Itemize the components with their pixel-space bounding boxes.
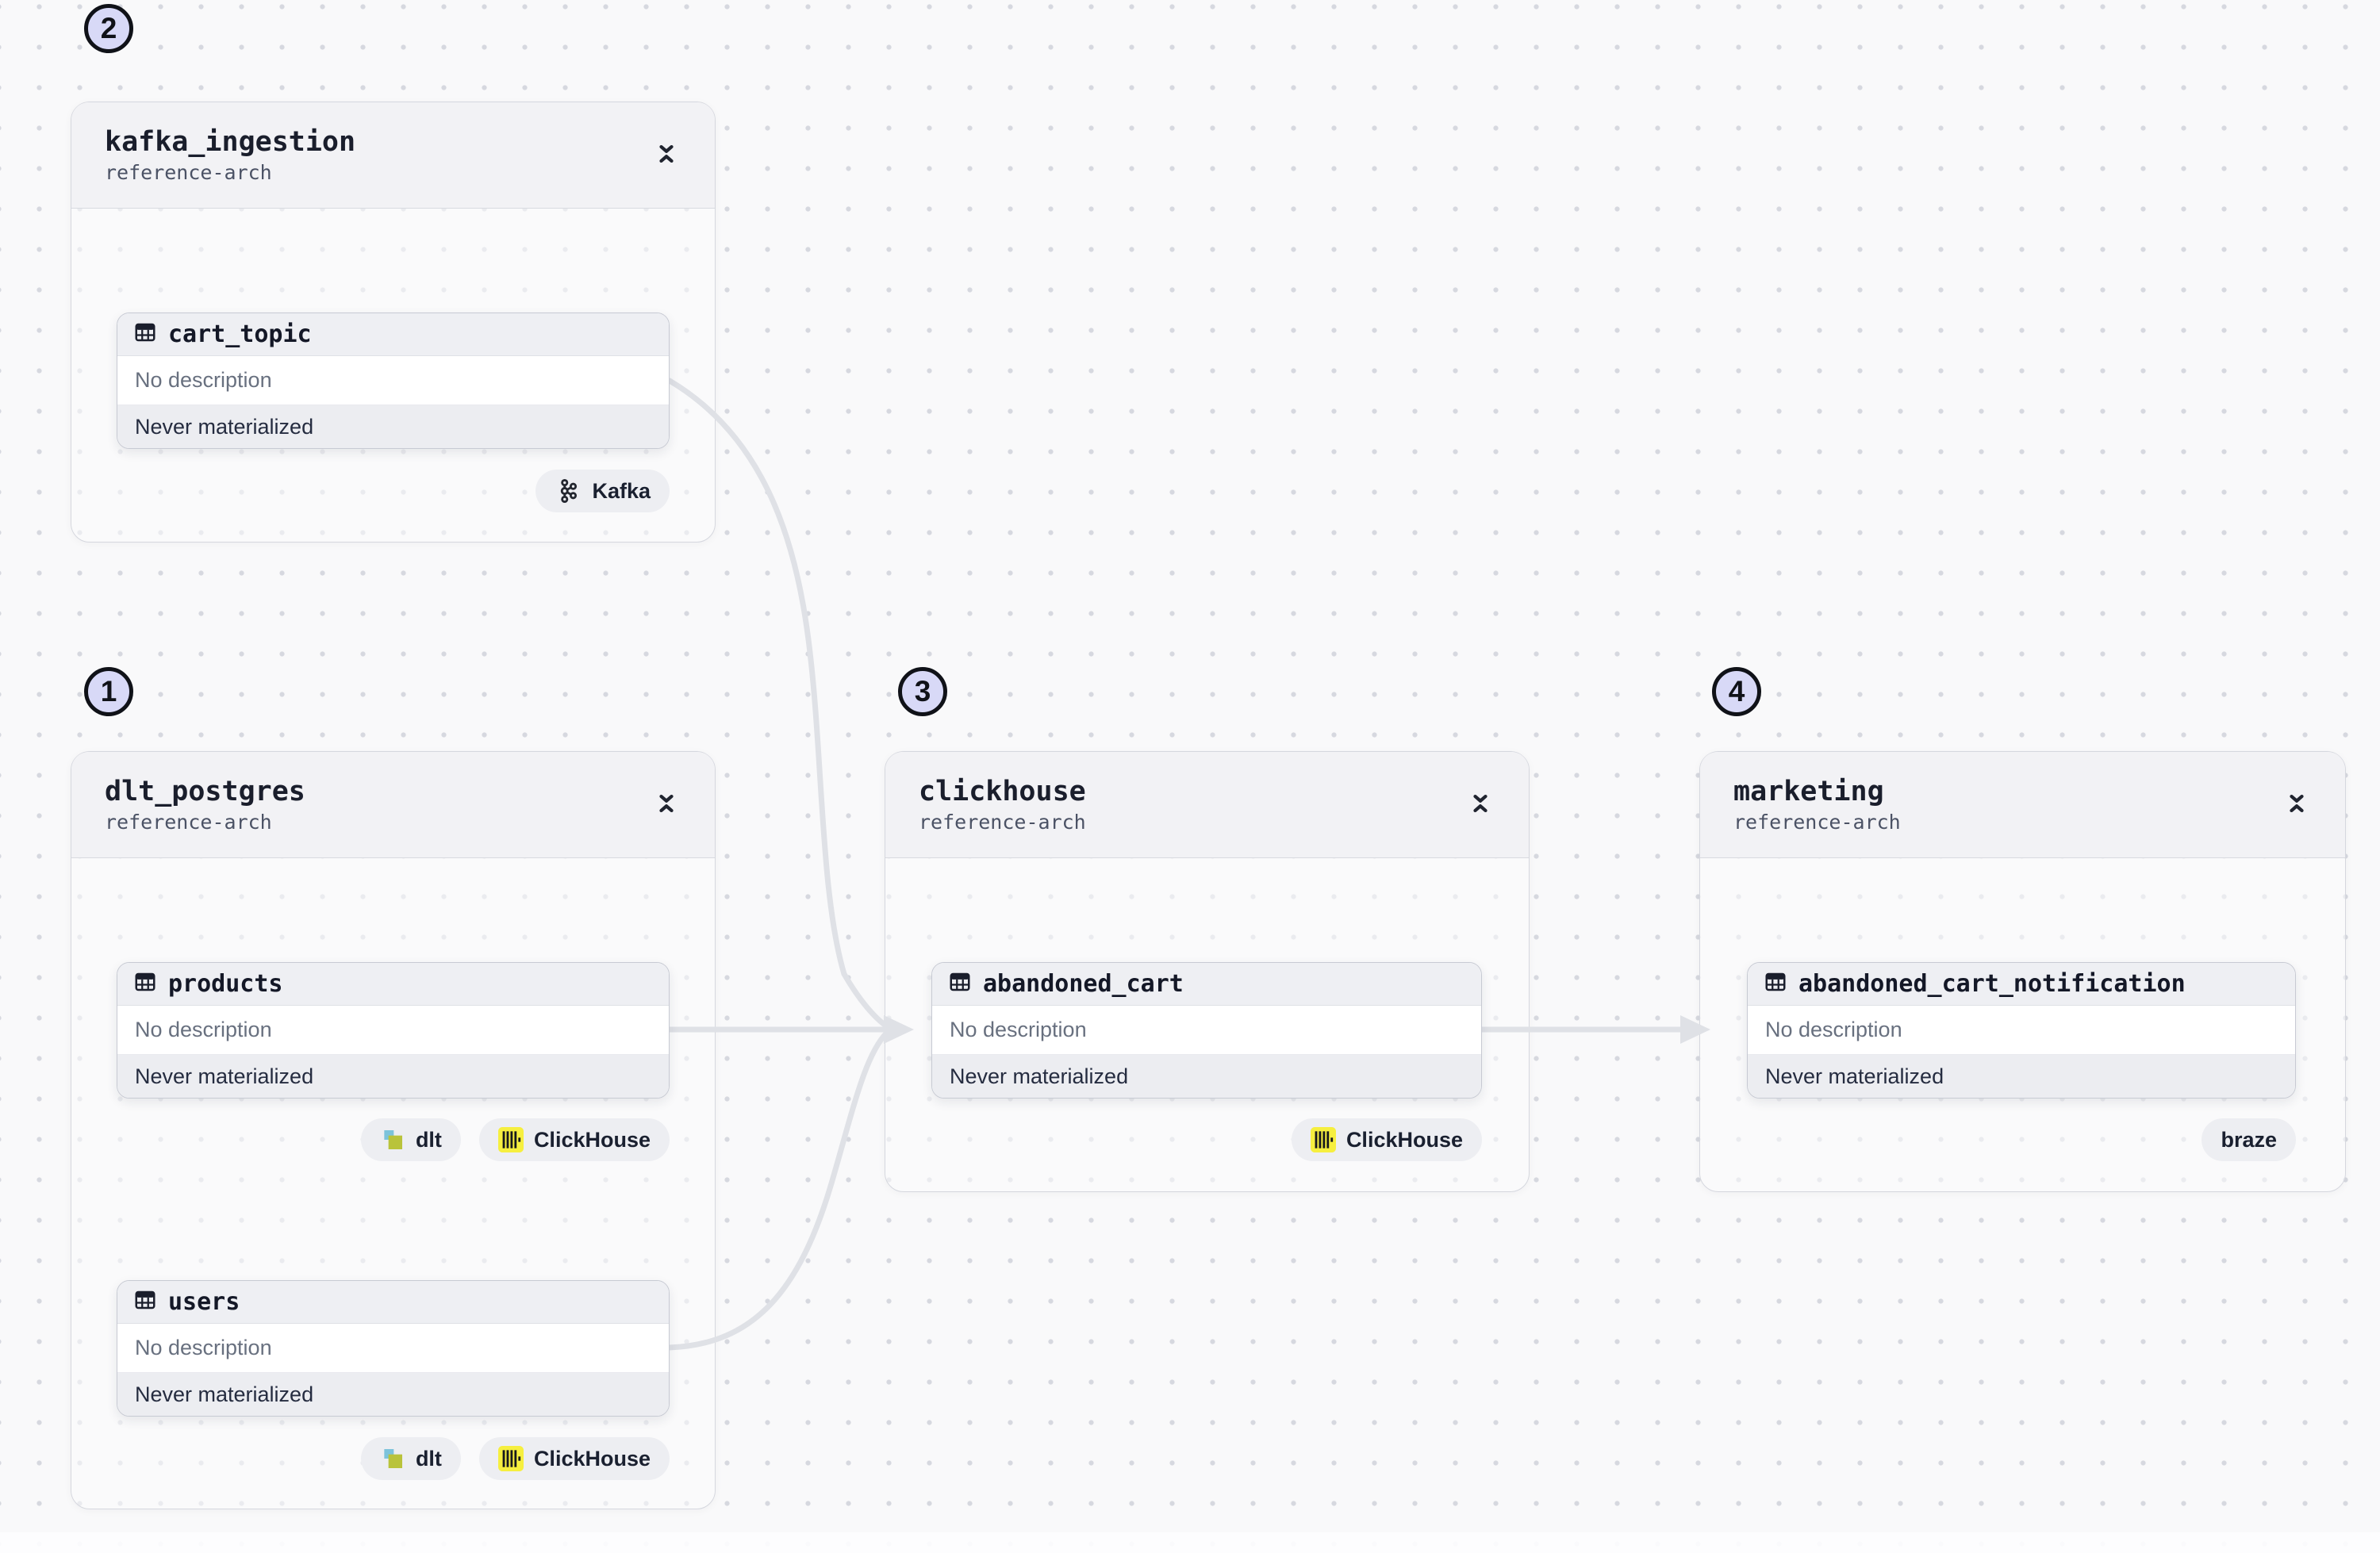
canvas-bottom-fade [0,1532,2380,1553]
asset-name: users [168,1288,240,1316]
asset-description: No description [932,1006,1481,1055]
collapse-group-button[interactable] [2282,784,2312,825]
tag-clickhouse[interactable]: ClickHouse [478,1118,670,1161]
tag-label: ClickHouse [533,1127,651,1152]
tag-clickhouse[interactable]: ClickHouse [1291,1118,1482,1161]
asset-description: No description [117,356,669,405]
asset-tags-products: dlt ClickHouse [360,1118,670,1161]
dlt-icon [380,1446,405,1471]
asset-description: No description [117,1006,669,1055]
clickhouse-icon [1310,1127,1336,1152]
collapse-icon [656,789,677,820]
table-icon [133,970,157,998]
asset-status: Never materialized [1748,1055,2295,1098]
asset-name: abandoned_cart [983,970,1184,998]
collapse-group-button[interactable] [651,784,681,825]
asset-status: Never materialized [117,405,669,448]
asset-name: products [168,970,283,998]
clickhouse-icon [497,1127,524,1152]
table-icon [1764,970,1787,998]
asset-node-users[interactable]: users No description Never materialized [117,1280,670,1417]
tag-braze[interactable]: braze [2202,1118,2296,1161]
group-title: marketing [1733,776,1884,807]
asset-node-abandoned-cart[interactable]: abandoned_cart No description Never mate… [931,962,1482,1099]
group-header-marketing[interactable]: marketing reference-arch [1700,752,2345,858]
collapse-icon [2286,789,2307,820]
group-header-clickhouse[interactable]: clickhouse reference-arch [885,752,1529,858]
collapse-group-button[interactable] [1465,784,1495,825]
collapse-group-button[interactable] [651,135,681,175]
asset-node-cart-topic[interactable]: cart_topic No description Never material… [117,313,670,449]
asset-status: Never materialized [117,1373,669,1416]
asset-status: Never materialized [117,1055,669,1098]
tag-dlt[interactable]: dlt [360,1118,461,1161]
step-badge-2: 2 [84,4,133,53]
table-icon [133,320,157,348]
group-subtitle: reference-arch [1733,810,1901,834]
tag-label: dlt [415,1127,442,1152]
tag-label: dlt [415,1446,442,1471]
tag-clickhouse[interactable]: ClickHouse [478,1437,670,1480]
group-title: clickhouse [919,776,1086,807]
asset-tags-abandoned-cart: ClickHouse [1291,1118,1482,1161]
table-icon [948,970,972,998]
asset-status: Never materialized [932,1055,1481,1098]
dlt-icon [380,1127,405,1152]
tag-label: ClickHouse [1345,1127,1463,1152]
group-header-dlt-postgres[interactable]: dlt_postgres reference-arch [71,752,715,858]
asset-name: cart_topic [168,320,312,348]
collapse-icon [1470,789,1491,820]
clickhouse-icon [497,1446,524,1471]
asset-node-products[interactable]: products No description Never materializ… [117,962,670,1099]
asset-tags-users: dlt ClickHouse [360,1437,670,1480]
collapse-icon [656,140,677,171]
group-header-kafka-ingestion[interactable]: kafka_ingestion reference-arch [71,102,715,209]
table-icon [133,1288,157,1316]
step-badge-3: 3 [898,667,947,716]
tag-dlt[interactable]: dlt [360,1437,461,1480]
group-subtitle: reference-arch [919,810,1086,834]
tag-kafka[interactable]: Kafka [536,470,670,512]
asset-tags-abandoned-cart-notification: braze [2202,1118,2296,1161]
tag-label: ClickHouse [533,1446,651,1471]
step-badge-1: 1 [84,667,133,716]
group-title: kafka_ingestion [105,126,356,158]
step-badge-4: 4 [1712,667,1761,716]
group-subtitle: reference-arch [105,810,272,834]
tag-label: braze [2221,1127,2277,1152]
asset-node-abandoned-cart-notification[interactable]: abandoned_cart_notification No descripti… [1747,962,2296,1099]
group-title: dlt_postgres [105,776,305,807]
asset-name: abandoned_cart_notification [1798,970,2186,998]
asset-tags-cart-topic: Kafka [536,470,670,512]
asset-description: No description [1748,1006,2295,1055]
group-subtitle: reference-arch [105,160,272,184]
tag-label: Kafka [592,478,651,503]
kafka-icon [555,477,582,504]
asset-description: No description [117,1324,669,1373]
